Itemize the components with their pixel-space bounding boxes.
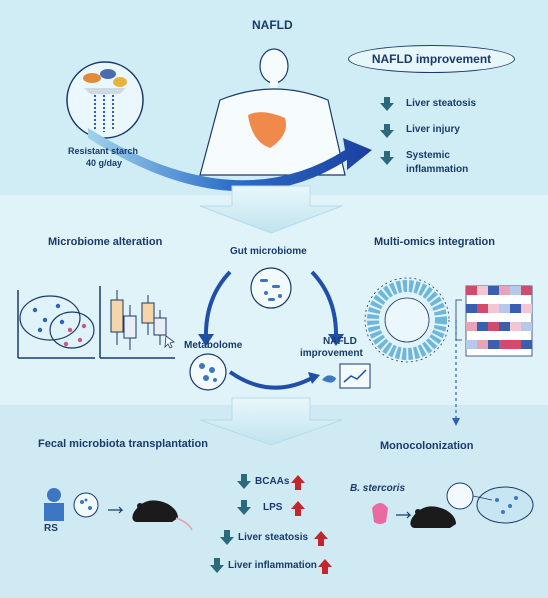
main-title: NAFLD xyxy=(252,18,293,32)
omics-ring xyxy=(364,277,450,363)
gut-microbiome-icon xyxy=(250,267,292,309)
outcome-liver-inflammation: Liver inflammation xyxy=(228,560,317,571)
pcoa-plot xyxy=(17,290,95,359)
box-plot xyxy=(99,286,175,359)
mouse-icon xyxy=(132,500,178,522)
metabolome-icon xyxy=(189,353,227,391)
outcome-lps: LPS xyxy=(263,502,283,513)
fmt-graphics xyxy=(44,488,193,531)
cycle-nafld-label-2: improvement xyxy=(300,348,363,359)
monocolonization-graphics xyxy=(372,482,534,528)
improvement-item: Liver injury xyxy=(406,124,460,135)
section-title-multiomics: Multi-omics integration xyxy=(374,236,495,248)
transition-arrow-2 xyxy=(199,397,343,446)
rs-label: RS xyxy=(44,523,58,534)
cycle-nafld-label-1: NAFLD xyxy=(323,336,357,347)
intervention-label-1: Resistant starch xyxy=(68,146,139,156)
liver-icon xyxy=(248,112,286,148)
cycle-gut-label: Gut microbiome xyxy=(230,246,307,257)
outcome-bcaas: BCAAs xyxy=(255,476,290,487)
decrease-arrows xyxy=(380,97,394,165)
section-title-microbiome: Microbiome alteration xyxy=(48,236,163,248)
improvement-item: Liver steatosis xyxy=(406,98,477,109)
cycle-metabolome-label: Metabolome xyxy=(184,340,243,351)
improvement-item: Systemic xyxy=(406,150,450,161)
nafld-improvement-icon xyxy=(322,363,371,389)
person-silhouette xyxy=(199,48,346,176)
resistant-starch-icon xyxy=(66,61,144,139)
cursor-icon xyxy=(164,335,175,349)
cycle-arrows xyxy=(203,270,339,390)
strain-label: B. stercoris xyxy=(350,483,406,494)
section-title-monocolonization: Monocolonization xyxy=(380,440,474,452)
outcome-liver-steatosis: Liver steatosis xyxy=(238,532,309,543)
improvement-item: inflammation xyxy=(406,164,469,175)
outcome-arrows xyxy=(210,474,332,574)
section-title-fmt: Fecal microbiota transplantation xyxy=(38,438,208,450)
sweep-arrow xyxy=(88,128,372,192)
intervention-label-2: 40 g/day xyxy=(86,158,123,168)
transition-arrow-1 xyxy=(199,185,343,234)
improvement-title: NAFLD improvement xyxy=(348,45,515,73)
heatmap xyxy=(455,285,533,357)
